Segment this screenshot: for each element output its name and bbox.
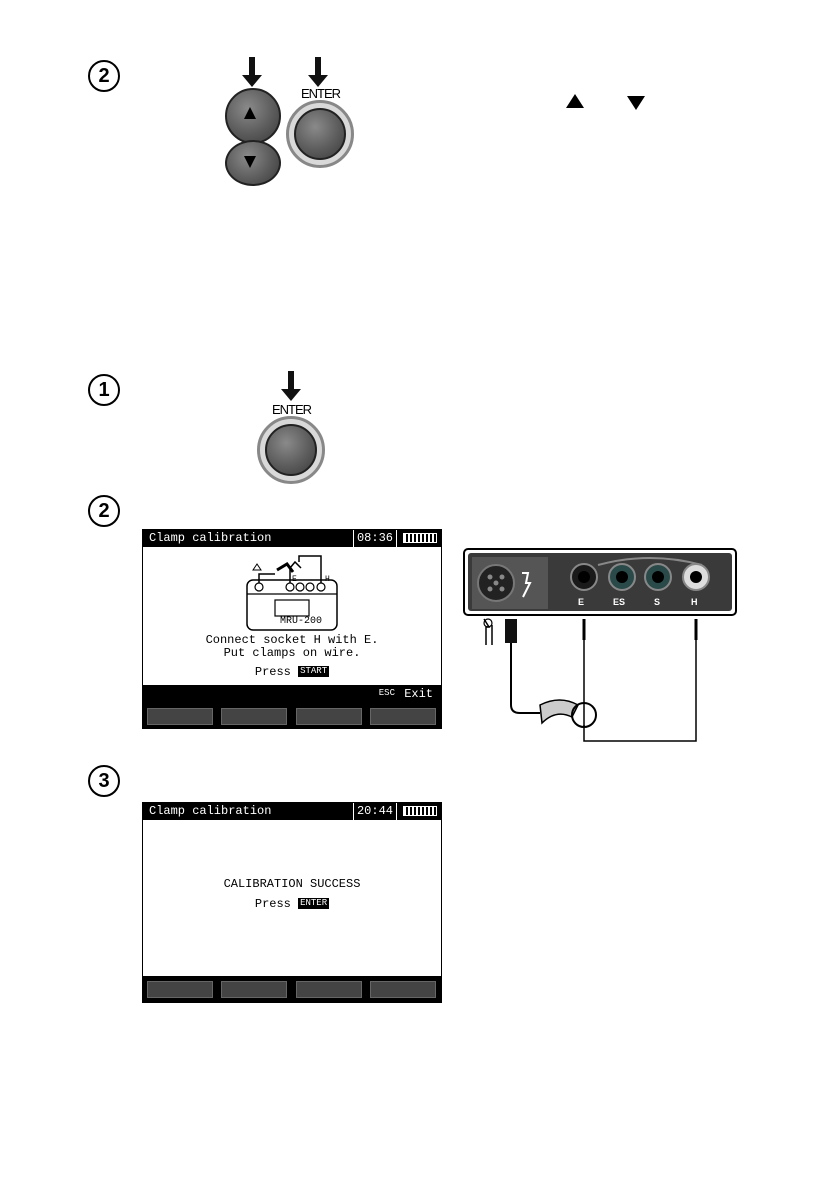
softkey-1[interactable] (147, 981, 213, 998)
down-triangle-icon (627, 96, 645, 110)
enter-label: ENTER (272, 402, 311, 417)
press-label: Press (255, 665, 291, 679)
screen-title-bar: Clamp calibration 08:36 (143, 530, 441, 547)
step-number-2: 2 (88, 495, 120, 527)
step-number-3: 3 (88, 765, 120, 797)
arrow-down-icon (249, 57, 255, 77)
down-button[interactable] (225, 140, 281, 186)
esc-key: ESC (377, 688, 397, 699)
press-enter-hint: Press ENTER (143, 897, 441, 911)
up-button[interactable] (225, 88, 281, 144)
softkey-2[interactable] (221, 708, 287, 725)
softkey-4[interactable] (370, 708, 436, 725)
up-triangle-icon (566, 94, 584, 108)
instruction-line-2: Put clamps on wire. (143, 647, 441, 660)
exit-bar: ESC Exit (143, 685, 441, 703)
softkey-4[interactable] (370, 981, 436, 998)
enter-label: ENTER (301, 86, 340, 101)
softkey-2[interactable] (221, 981, 287, 998)
battery-icon (403, 533, 437, 543)
enter-button[interactable] (257, 416, 325, 484)
socket-e-label: E (292, 575, 297, 584)
socket-labels: E ES S H (460, 545, 740, 611)
step-number-1: 1 (88, 374, 120, 406)
screen-title: Clamp calibration (149, 803, 271, 820)
softkey-3[interactable] (296, 981, 362, 998)
clock: 20:44 (353, 803, 397, 820)
enter-button-core (265, 424, 317, 476)
screen-title-bar: Clamp calibration 20:44 (143, 803, 441, 820)
enter-button[interactable] (286, 100, 354, 168)
socket-label-es: ES (613, 597, 625, 607)
calibration-screen: Clamp calibration 08:36 E H MRU-200 Conn… (142, 529, 442, 729)
softkey-1[interactable] (147, 708, 213, 725)
socket-h-label: H (325, 575, 330, 584)
battery-icon (403, 806, 437, 816)
screen-title: Clamp calibration (149, 530, 271, 547)
step-number-2-top: 2 (88, 60, 120, 92)
meter-model-label: MRU-200 (280, 616, 322, 627)
press-label: Press (255, 897, 291, 911)
softkey-row (143, 976, 441, 1002)
arrow-down-icon (315, 57, 321, 77)
instruction-text: Connect socket H with E. Put clamps on w… (143, 634, 441, 660)
softkey-row (143, 703, 441, 729)
clock: 08:36 (353, 530, 397, 547)
socket-label-h: H (691, 597, 698, 607)
exit-label: Exit (404, 687, 433, 701)
down-arrow-icon (244, 156, 256, 168)
softkey-3[interactable] (296, 708, 362, 725)
socket-label-e: E (578, 597, 584, 607)
arrow-down-icon (288, 371, 294, 391)
success-screen: Clamp calibration 20:44 CALIBRATION SUCC… (142, 802, 442, 1003)
socket-label-s: S (654, 597, 660, 607)
success-message: CALIBRATION SUCCESS (143, 877, 441, 891)
start-key: START (298, 666, 329, 677)
enter-key: ENTER (298, 898, 329, 909)
enter-button-core (294, 108, 346, 160)
exit-hint[interactable]: ESC Exit (377, 685, 433, 703)
up-arrow-icon (244, 107, 256, 119)
press-start-hint: Press START (143, 665, 441, 679)
